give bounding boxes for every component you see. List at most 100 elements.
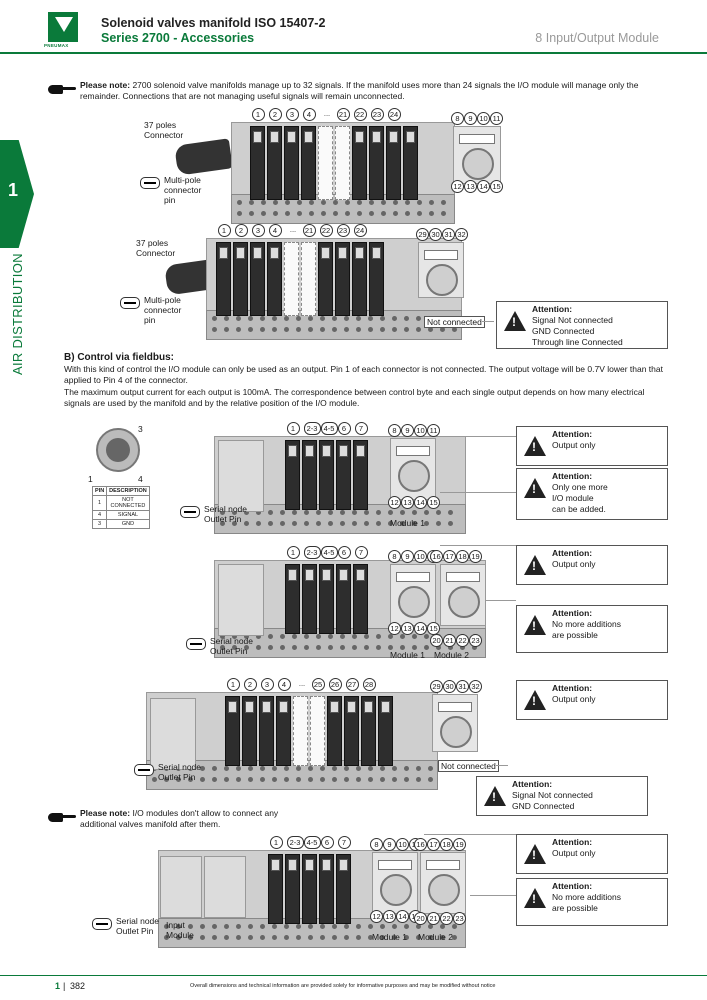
- port-hole: [268, 634, 273, 639]
- section-b-para1: With this kind of control the I/O module…: [64, 364, 663, 385]
- port-hole: [188, 935, 193, 940]
- signal-number: 29: [416, 228, 429, 241]
- port-hole: [352, 510, 357, 515]
- note-2-text: I/O modules don't allow to connect any a…: [80, 808, 279, 829]
- signal-number: 10: [414, 424, 427, 437]
- connector-label: 37 poles Connector: [136, 238, 176, 258]
- port-hole: [320, 935, 325, 940]
- port-hole: [224, 316, 229, 321]
- port-hole: [232, 645, 237, 650]
- attention-box: [516, 545, 668, 585]
- solenoid-valve: [319, 564, 334, 634]
- port-hole: [400, 521, 405, 526]
- connector-label-1: 1: [88, 474, 93, 484]
- port-hole: [292, 645, 297, 650]
- solenoid-valve: [378, 696, 393, 766]
- port-hole: [220, 634, 225, 639]
- port-hole: [260, 935, 265, 940]
- signal-number: 10: [396, 838, 409, 851]
- solenoid-valve: [216, 242, 231, 316]
- signal-number: 14: [414, 496, 427, 509]
- solenoid-valve: [301, 126, 316, 200]
- warning-icon: [524, 888, 546, 908]
- warning-icon: [504, 311, 526, 331]
- signal-number: 19: [469, 550, 482, 563]
- pin-label: Multi-pole connector pin: [164, 175, 202, 205]
- page-title: Solenoid valves manifold ISO 15407-2: [101, 16, 326, 30]
- signal-number: 20: [430, 634, 443, 647]
- port-hole: [260, 327, 265, 332]
- signal-number: 24: [353, 224, 367, 237]
- port-hole: [440, 935, 445, 940]
- port-hole: [380, 935, 385, 940]
- solenoid-valve: [276, 696, 291, 766]
- attention-line: Signal Not connected: [532, 315, 613, 325]
- port-hole: [352, 634, 357, 639]
- signal-number: ...: [298, 679, 306, 688]
- io-terminal-strip: [438, 702, 472, 712]
- port-hole: [237, 211, 242, 216]
- port-hole: [356, 924, 361, 929]
- port-hole: [388, 645, 393, 650]
- port-hole: [176, 777, 181, 782]
- io-connector: [380, 874, 412, 906]
- signal-number: 12: [370, 910, 383, 923]
- port-hole: [249, 200, 254, 205]
- leader-line: [424, 834, 516, 835]
- chapter-label: AIR DISTRIBUTION: [10, 253, 25, 375]
- attention-title: Attention:: [552, 471, 593, 481]
- solenoid-valve: [336, 854, 351, 924]
- port-hole: [381, 200, 386, 205]
- solenoid-valve: [318, 242, 333, 316]
- signal-number: 11: [427, 424, 440, 437]
- signal-number: 1: [217, 224, 231, 237]
- signal-number: 23: [453, 912, 466, 925]
- header-divider: [0, 52, 707, 54]
- signal-number: 23: [336, 224, 350, 237]
- pin-table-cell: GND: [106, 519, 150, 529]
- attention-title: Attention:: [532, 304, 573, 314]
- signal-number: ...: [289, 225, 297, 234]
- signal-number: 7: [337, 836, 351, 849]
- port-hole: [380, 316, 385, 321]
- port-hole: [380, 327, 385, 332]
- port-hole: [285, 211, 290, 216]
- signal-number: 2: [268, 108, 282, 121]
- port-hole: [284, 924, 289, 929]
- port-hole: [441, 200, 446, 205]
- solenoid-valve: [386, 126, 401, 200]
- signal-number: 2-3: [286, 836, 304, 849]
- signal-number: ...: [323, 109, 331, 118]
- port-hole: [400, 634, 405, 639]
- port-hole: [248, 924, 253, 929]
- solenoid-valve: [250, 242, 265, 316]
- solenoid-valve: [319, 440, 334, 510]
- pin-label: Serial node Outlet Pin: [116, 916, 160, 936]
- port-hole: [344, 316, 349, 321]
- port-hole: [224, 935, 229, 940]
- port-hole: [320, 327, 325, 332]
- manifold-base: [206, 310, 462, 340]
- port-hole: [308, 327, 313, 332]
- pin-label: Serial node Outlet Pin: [158, 762, 202, 782]
- serial-node: [218, 564, 264, 636]
- port-hole: [428, 924, 433, 929]
- solenoid-valve: [335, 242, 350, 316]
- leader-line: [440, 545, 516, 546]
- port-hole: [256, 645, 261, 650]
- port-hole: [388, 634, 393, 639]
- connector-label: 37 poles Connector: [144, 120, 184, 140]
- port-hole: [364, 645, 369, 650]
- port-hole: [256, 634, 261, 639]
- attention-line: Output only: [552, 559, 596, 569]
- port-hole: [356, 777, 361, 782]
- port-hole: [268, 521, 273, 526]
- note-2: Please note: I/O modules don't allow to …: [80, 808, 290, 830]
- port-hole: [452, 924, 457, 929]
- port-hole: [344, 327, 349, 332]
- port-hole: [212, 766, 217, 771]
- port-hole: [344, 935, 349, 940]
- port-hole: [220, 645, 225, 650]
- port-hole: [429, 200, 434, 205]
- io-connector: [462, 148, 494, 180]
